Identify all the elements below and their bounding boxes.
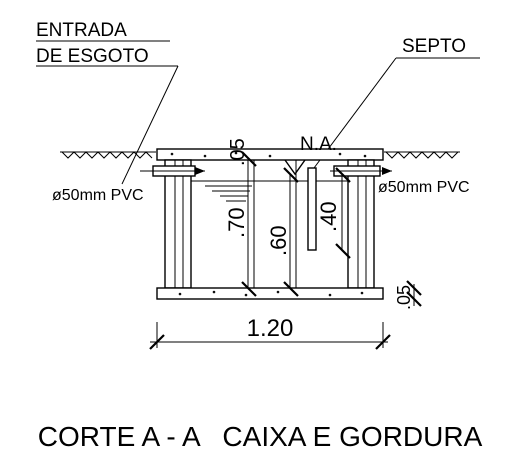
inlet-label-line2: DE ESGOTO (36, 46, 149, 67)
septum (307, 167, 317, 251)
drawing-title: CORTE A - A CAIXA E GORDURA (38, 421, 483, 452)
bottom-slab (156, 287, 384, 300)
inlet-pipe (140, 165, 205, 177)
water-level-label: N.A. (300, 134, 337, 155)
dim-top-gap: .05 (227, 138, 249, 166)
inlet-label-line1: ENTRADA (36, 20, 127, 41)
ground-hatch (60, 151, 460, 159)
dim-depth-water: .60 (266, 225, 291, 256)
top-slab (156, 148, 384, 161)
dim-bottom-slab: .05 (394, 285, 414, 310)
dim-depth-total: .70 (224, 207, 249, 238)
left-wall (164, 159, 192, 289)
water-level-marker (191, 159, 348, 202)
pipe-right-label: ø50mm PVC (378, 179, 470, 196)
septum-label: SEPTO (402, 36, 466, 57)
dim-septum-depth: .40 (316, 201, 341, 232)
pipe-left-label: ø50mm PVC (52, 187, 144, 204)
dim-width: 1.20 (247, 315, 294, 342)
inlet-leader-line (121, 65, 179, 185)
right-wall (347, 159, 375, 289)
